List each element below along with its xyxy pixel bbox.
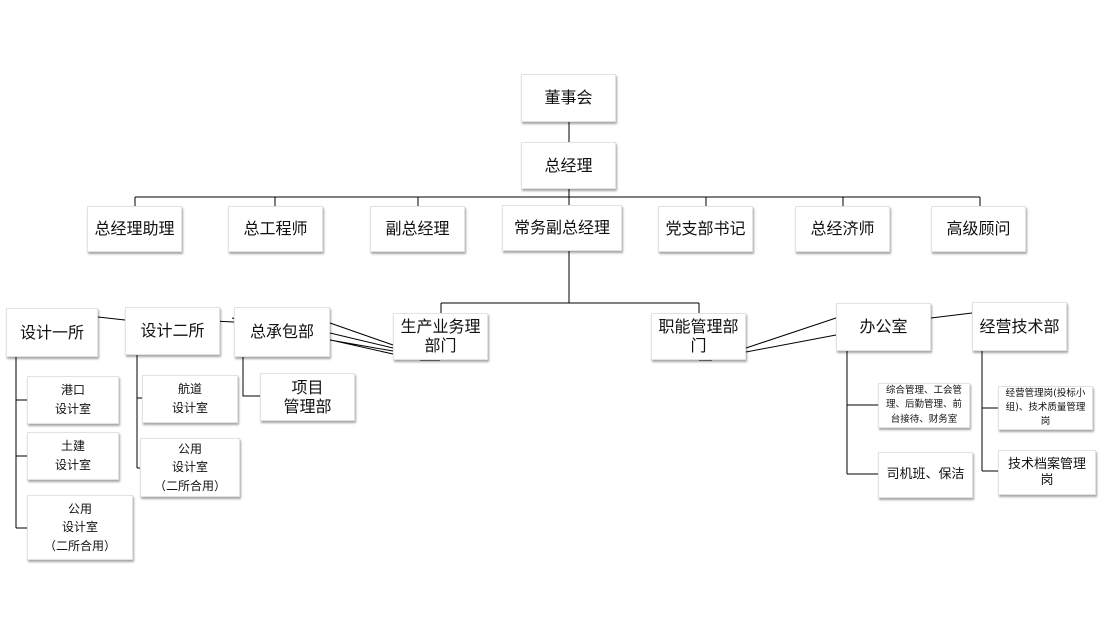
node-admin-services: 综合管理、工会管理、后勤管理、前台接待、财务室 — [878, 383, 970, 428]
node-port-design: 港口 设计室 — [27, 376, 119, 424]
node-civil-design: 土建 设计室 — [27, 432, 119, 480]
node-business-mgmt: 经营管理岗(投标小组)、技术质量管理岗 — [998, 386, 1093, 430]
node-drivers-cleaning: 司机班、保洁 — [878, 452, 973, 498]
node-exec-deputy-gm: 常务副总经理 — [502, 205, 622, 251]
tree-design-inst-1 — [15, 357, 27, 529]
node-project-mgmt: 项目 管理部 — [260, 373, 355, 421]
tree-business-tech — [981, 351, 998, 472]
node-gm-assistant: 总经理助理 — [87, 206, 182, 252]
node-channel-design: 航道 设计室 — [142, 375, 238, 423]
node-office: 办公室 — [836, 303, 931, 351]
connector-office-functional — [745, 312, 973, 353]
node-production-dept: 生产业务理 部门 — [393, 313, 488, 360]
node-senior-advisor: 高级顾问 — [931, 206, 1026, 252]
node-chief-economist: 总经济师 — [795, 206, 890, 252]
node-tech-archive: 技术档案管理岗 — [998, 450, 1096, 495]
connector-gm-executives — [134, 189, 981, 206]
tree-office — [846, 351, 878, 475]
node-chief-engineer: 总工程师 — [228, 206, 323, 252]
node-party-secretary: 党支部书记 — [658, 206, 753, 252]
node-gm: 总经理 — [521, 142, 616, 189]
node-design-inst-1: 设计一所 — [6, 308, 98, 357]
node-board: 董事会 — [521, 74, 616, 122]
node-design-inst-2: 设计二所 — [125, 307, 220, 355]
node-general-contracting: 总承包部 — [234, 307, 330, 357]
tree-general-contracting — [242, 357, 260, 397]
node-business-tech: 经营技术部 — [972, 302, 1067, 351]
node-deputy-gm: 副总经理 — [370, 206, 465, 252]
node-public-design-1: 公用 设计室 （二所合用） — [27, 495, 133, 560]
node-functional-dept: 职能管理部 门 — [651, 313, 746, 360]
node-public-design-2: 公用 设计室 （二所合用） — [140, 438, 240, 497]
connector-exec-departments — [440, 251, 700, 313]
